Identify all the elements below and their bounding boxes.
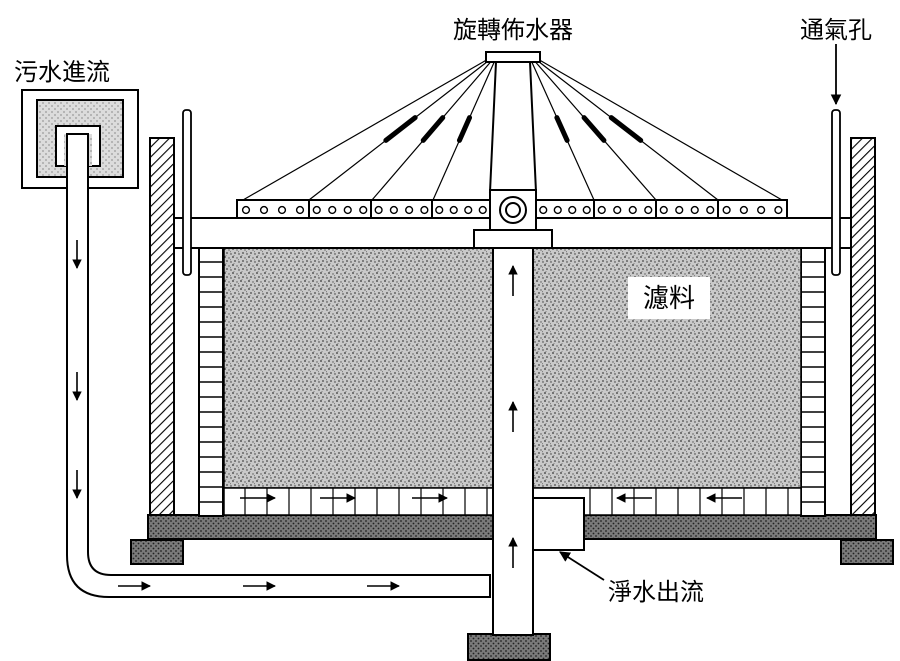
nozzle-hole [690,205,699,215]
nozzle-hole [359,205,368,215]
nozzle-hole [613,205,622,215]
filter-media-label-box [628,277,710,319]
nozzle-hole [420,205,429,215]
nozzle-hole [277,205,287,215]
nozzle-hole [659,205,668,215]
nozzle-hole [757,205,766,215]
nozzle-hole [464,205,473,215]
nozzle-hole [343,205,352,215]
nozzle-hole [553,205,562,215]
nozzle-hole [568,205,577,215]
nozzle-hole [739,205,748,215]
rotary-distributor [236,51,788,231]
turnbuckle [420,115,446,143]
nozzle-hole [539,205,548,215]
brick-column-right [800,247,826,517]
right-wall [850,137,876,517]
underdrain [223,487,802,516]
nozzle-hole [706,205,715,215]
label-sewage-inflow: 污水進流 [14,58,110,86]
label-vent-hole: 通氣孔 [800,16,872,44]
outlet-box [532,497,585,551]
central-pipe [492,247,534,636]
vent-pipe-left [182,109,192,276]
turnbuckle [456,115,473,143]
label-clean-water-outflow: 淨水出流 [608,578,704,606]
nozzle-hole [597,205,606,215]
nozzle-hole [644,205,653,215]
nozzle-hole [774,205,783,215]
footings [130,539,894,661]
nozzle-hole [405,205,414,215]
nozzle-hole [241,205,251,215]
nozzle-hole [449,205,458,215]
inflow-pipe [66,133,491,598]
pipe-collar [473,229,553,249]
nozzle-hole [435,205,444,215]
outflow-label-arrow [559,551,605,581]
brick-column-left [198,247,224,517]
turnbuckle [608,115,644,143]
label-filter-media: 濾料 [643,284,695,314]
turnbuckle [383,115,418,143]
tension-rod [242,57,491,201]
vent-pipe-right [831,109,841,276]
tension-rod [535,57,783,201]
nozzle-hole [328,205,337,215]
nozzle-hole [312,205,321,215]
nozzle-hole [389,205,398,215]
nozzle-hole [628,205,637,215]
nozzle-hole [374,205,383,215]
nozzle-hole [478,205,487,215]
nozzle-hole [259,205,269,215]
turnbuckle [554,115,570,143]
nozzle-hole [675,205,684,215]
nozzle-hole [582,205,591,215]
label-rotary-distributor: 旋轉佈水器 [453,16,573,44]
nozzle-hole [295,205,305,215]
nozzle-hole [722,205,731,215]
left-wall [149,137,175,517]
turnbuckle [581,115,607,143]
